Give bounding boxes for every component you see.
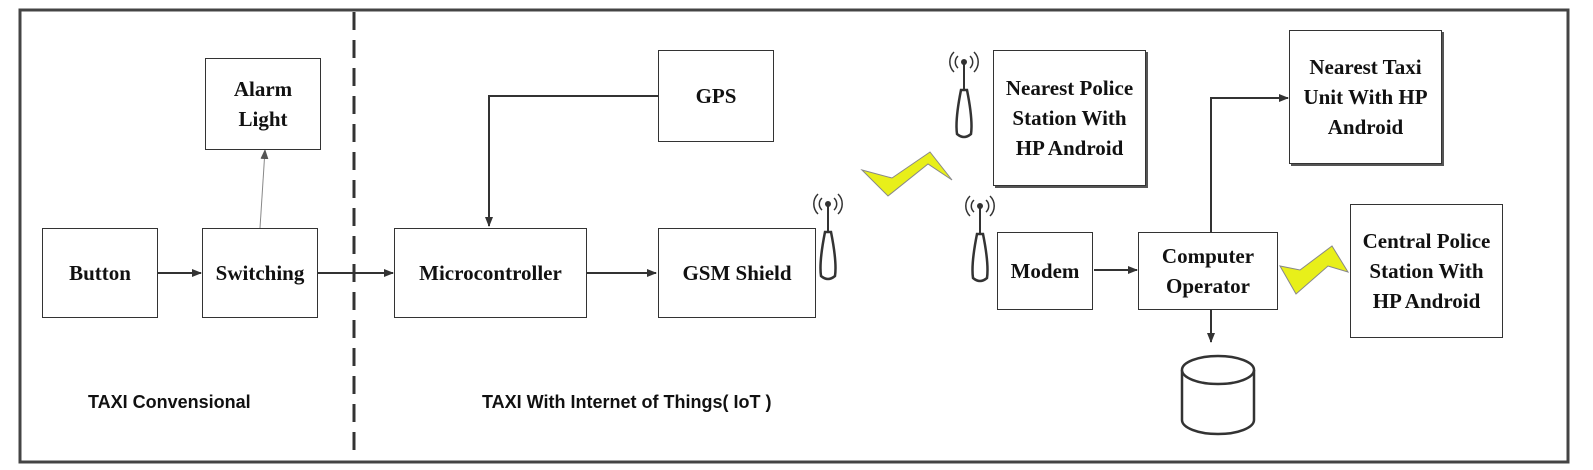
outer-frame <box>18 8 1570 464</box>
arrow-switching-to-alarm <box>259 149 269 229</box>
database-icon <box>1180 354 1256 436</box>
gps-node: GPS <box>658 50 774 142</box>
computer-operator-node: Computer Operator <box>1138 232 1278 310</box>
lightning-icon <box>1279 245 1350 295</box>
antenna-icon <box>813 193 843 281</box>
nearest-police-node: Nearest Police Station With HP Android <box>993 50 1146 186</box>
alarm-light-node: Alarm Light <box>205 58 321 150</box>
switching-node: Switching <box>202 228 318 318</box>
left-section-caption: TAXI Convensional <box>88 392 251 412</box>
right-section-caption: TAXI With Internet of Things( IoT ) <box>482 392 772 412</box>
arrow-gps-to-microcontroller <box>485 95 658 227</box>
microcontroller-node: Microcontroller <box>394 228 587 318</box>
gsm-shield-node: GSM Shield <box>658 228 816 318</box>
modem-node: Modem <box>997 232 1093 310</box>
antenna-icon <box>949 51 979 139</box>
lightning-icon <box>860 151 953 197</box>
antenna-icon <box>965 195 995 283</box>
arrow-operator-to-nearest-taxi <box>1210 94 1289 232</box>
nearest-taxi-node: Nearest Taxi Unit With HP Android <box>1289 30 1442 164</box>
central-police-node: Central Police Station With HP Android <box>1350 204 1503 338</box>
button-node: Button <box>42 228 158 318</box>
